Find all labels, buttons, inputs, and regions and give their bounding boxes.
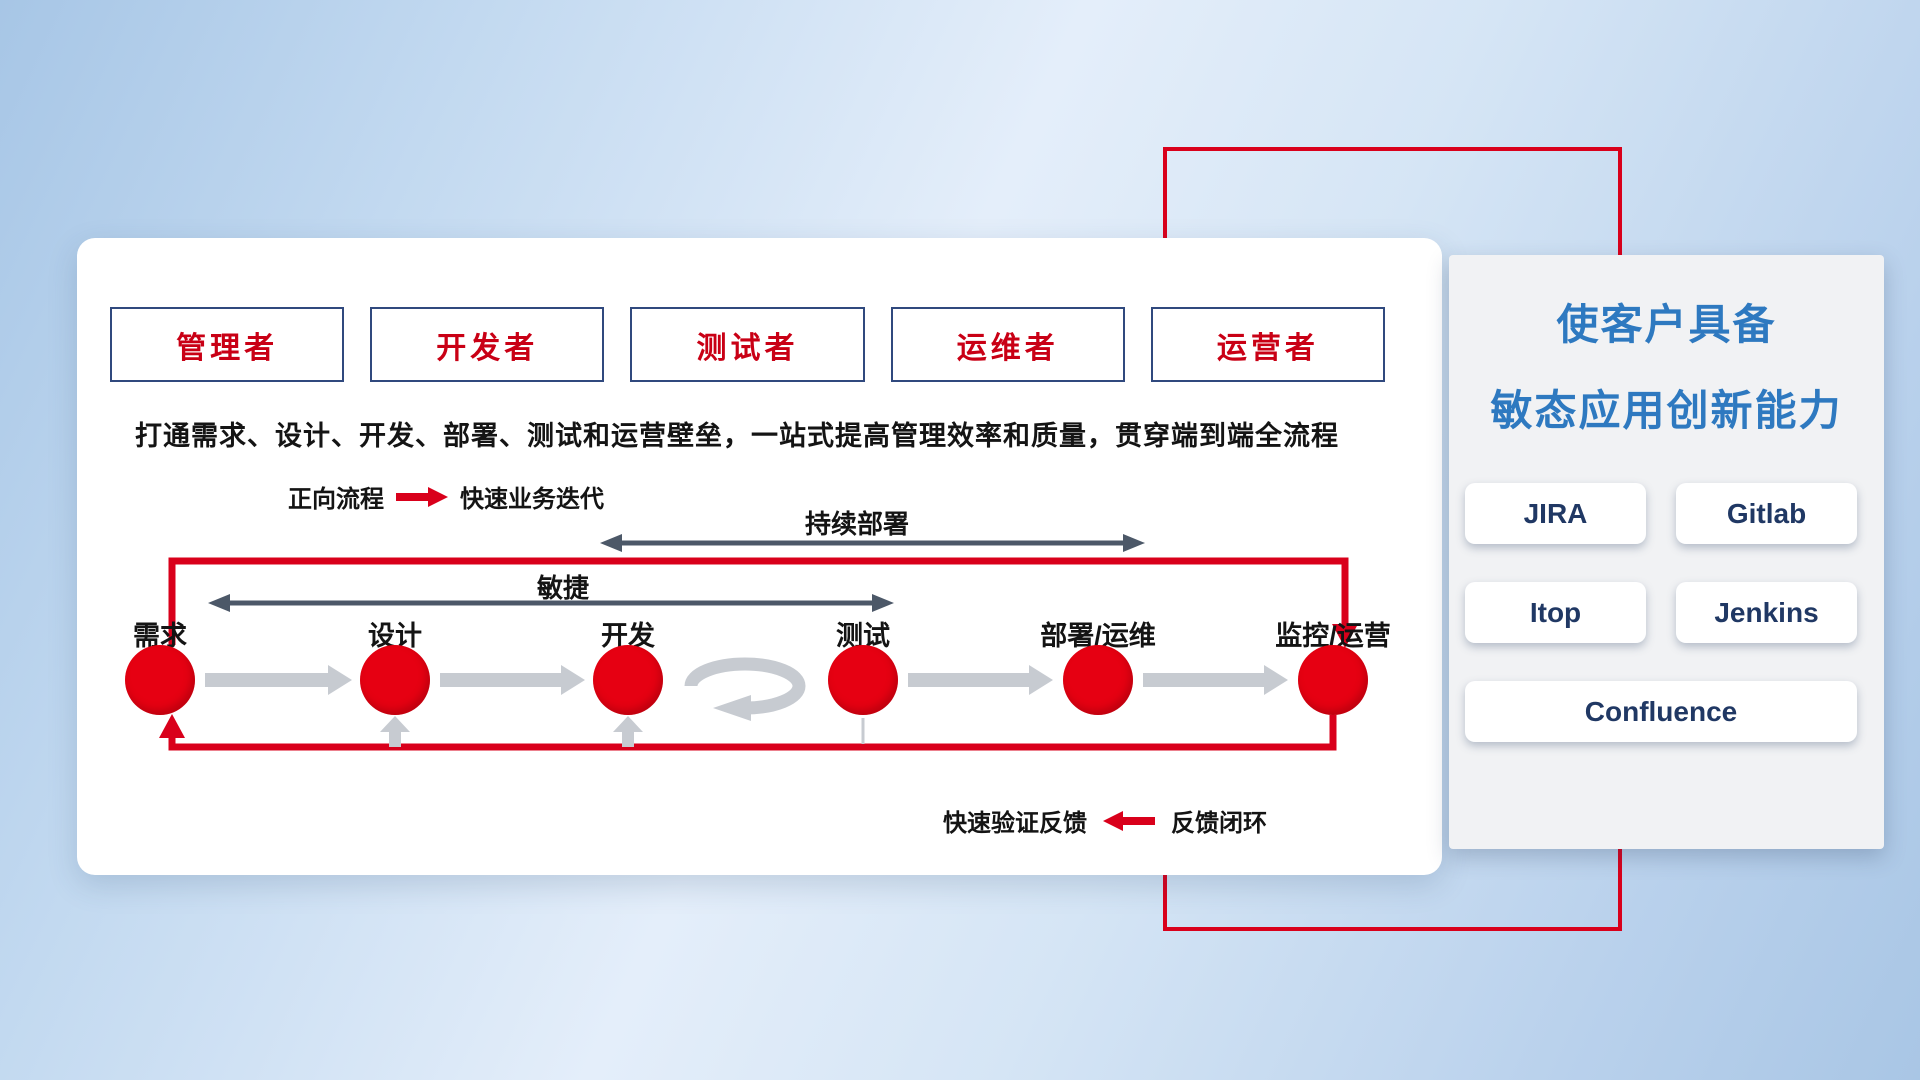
role-box-ops: 运维者 (890, 307, 1125, 382)
tool-chip-gitlab: Gitlab (1676, 483, 1857, 544)
forward-path (168, 557, 1349, 645)
stage-node-requirements (125, 645, 195, 715)
agile-arrowhead-left-icon (208, 594, 230, 612)
stage-connector-arrow (440, 665, 585, 695)
legend-feedback-loop: 快速验证反馈 反馈闭环 (943, 803, 1267, 838)
legend-feedback-value: 快速验证反馈 (943, 810, 1087, 837)
feedback-path (168, 715, 1337, 751)
cd-arrowhead-right-icon (1123, 534, 1145, 552)
role-box-tester: 测试者 (630, 307, 865, 382)
legend-forward-flow: 正向流程 快速业务迭代 (288, 479, 604, 514)
legend-feedback-label: 反馈闭环 (1171, 810, 1267, 837)
stage-node-testing (828, 645, 898, 715)
capability-title-line1: 使客户具备 (1556, 301, 1777, 348)
role-box-manager: 管理者 (110, 307, 345, 382)
roles-row: 管理者 开发者 测试者 运维者 运营者 (110, 307, 1386, 382)
capability-title-line2: 敏态应用创新能力 (1490, 387, 1843, 434)
stage-connector-arrow (1143, 665, 1288, 695)
forward-arrow-icon (396, 486, 448, 507)
stage-connector-arrow (908, 665, 1053, 695)
tool-chip-itop: Itop (1465, 582, 1646, 643)
legend-forward-label: 正向流程 (288, 486, 384, 513)
iteration-loop-arrowhead-icon (713, 695, 751, 721)
legend-forward-value: 快速业务迭代 (460, 486, 604, 513)
cd-arrowhead-left-icon (600, 534, 622, 552)
role-label: 运维者 (956, 331, 1059, 365)
feedback-up-arrow (613, 716, 643, 747)
role-label: 测试者 (696, 331, 799, 365)
continuous-deploy-span-label: 持续部署 (804, 509, 909, 539)
devops-flow-panel: 管理者 开发者 测试者 运维者 运营者 打通需求、设计、开发、部署、测试和运营壁… (77, 238, 1442, 875)
role-box-developer: 开发者 (370, 307, 605, 382)
role-label: 运营者 (1216, 331, 1319, 365)
iteration-loop-icon (684, 657, 806, 715)
feedback-path-arrowhead-icon (159, 714, 185, 738)
tool-chip-confluence: Confluence (1465, 681, 1857, 742)
role-label: 开发者 (436, 331, 539, 365)
stage-node-design (360, 645, 430, 715)
stage-node-monitor-operations (1298, 645, 1368, 715)
tool-chip-jira: JIRA (1465, 483, 1646, 544)
tools-grid: JIRA Gitlab Itop Jenkins Confluence (1465, 483, 1857, 742)
capability-panel: 使客户具备 敏态应用创新能力 JIRA Gitlab Itop Jenkins … (1449, 255, 1884, 849)
stage-node-deploy-ops (1063, 645, 1133, 715)
panel-subtitle: 打通需求、设计、开发、部署、测试和运营壁垒，一站式提高管理效率和质量，贯穿端到端… (135, 421, 1339, 451)
flow-arrows-layer (159, 534, 1358, 751)
tool-chip-jenkins: Jenkins (1676, 582, 1857, 643)
stage-connector-arrow (205, 665, 352, 695)
feedback-arrow-icon (1103, 810, 1155, 831)
forward-path-arrowhead-icon (1332, 624, 1358, 648)
agile-arrowhead-right-icon (872, 594, 894, 612)
feedback-up-arrow (380, 716, 410, 747)
role-box-operator: 运营者 (1150, 307, 1386, 382)
stage-node-development (593, 645, 663, 715)
agile-span-label: 敏捷 (536, 573, 589, 603)
role-label: 管理者 (176, 331, 279, 365)
